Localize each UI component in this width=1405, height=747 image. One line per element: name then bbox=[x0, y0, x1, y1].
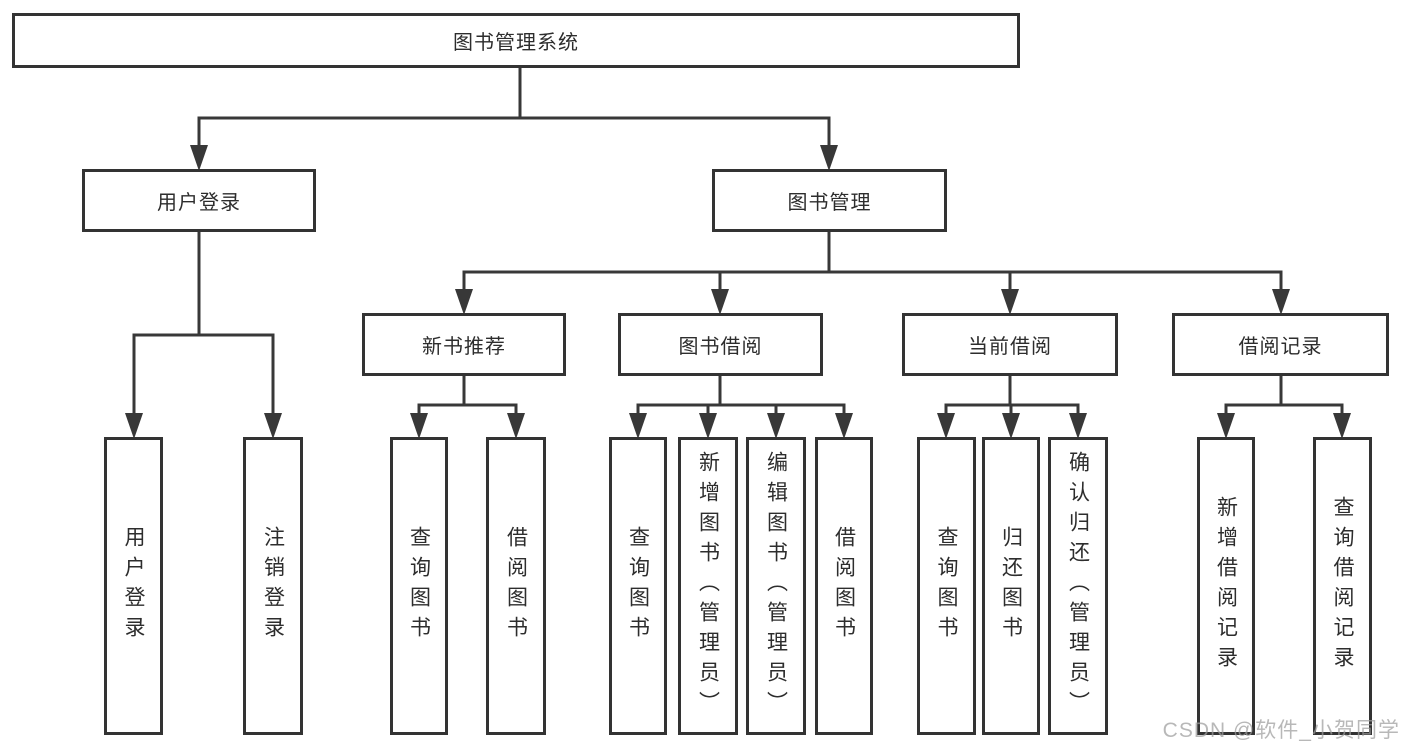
node-book-borrow: 图书借阅 bbox=[618, 313, 823, 376]
leaf-edit-books-admin: 编辑图书（管理员） bbox=[746, 437, 806, 735]
leaf-query-borrow-record: 查询借阅记录 bbox=[1313, 437, 1372, 735]
leaf-add-borrow-record-label: 新增借阅记录 bbox=[1214, 496, 1238, 676]
leaf-user-login-label: 用户登录 bbox=[122, 526, 145, 646]
leaf-borrow-books-recommend: 借阅图书 bbox=[486, 437, 546, 735]
leaf-query-books-borrow: 查询图书 bbox=[609, 437, 667, 735]
node-new-book-recommend-label: 新书推荐 bbox=[422, 336, 506, 358]
node-borrow-records: 借阅记录 bbox=[1172, 313, 1389, 376]
node-user-login-branch: 用户登录 bbox=[82, 169, 316, 232]
node-new-book-recommend: 新书推荐 bbox=[362, 313, 566, 376]
leaf-return-books-label: 归还图书 bbox=[999, 526, 1023, 646]
leaf-add-books-admin: 新增图书（管理员） bbox=[678, 437, 738, 735]
leaf-query-borrow-record-label: 查询借阅记录 bbox=[1331, 496, 1354, 676]
leaf-user-login: 用户登录 bbox=[104, 437, 163, 735]
leaf-confirm-return-admin: 确认归还（管理员） bbox=[1048, 437, 1108, 735]
leaf-query-books-recommend-label: 查询图书 bbox=[407, 526, 431, 646]
leaf-query-books-current: 查询图书 bbox=[917, 437, 976, 735]
leaf-borrow-books-label: 借阅图书 bbox=[832, 526, 856, 646]
node-book-borrow-label: 图书借阅 bbox=[678, 336, 763, 358]
leaf-confirm-return-admin-label: 确认归还（管理员） bbox=[1066, 451, 1090, 721]
leaf-query-books-borrow-label: 查询图书 bbox=[626, 526, 650, 646]
node-root-label: 图书管理系统 bbox=[453, 32, 579, 54]
node-borrow-records-label: 借阅记录 bbox=[1238, 336, 1323, 358]
node-current-borrow: 当前借阅 bbox=[902, 313, 1118, 376]
leaf-query-books-current-label: 查询图书 bbox=[935, 526, 958, 646]
node-book-management-branch: 图书管理 bbox=[712, 169, 947, 232]
node-user-login-branch-label: 用户登录 bbox=[157, 192, 241, 214]
leaf-borrow-books-recommend-label: 借阅图书 bbox=[504, 526, 528, 646]
node-book-management-branch-label: 图书管理 bbox=[787, 192, 872, 214]
leaf-return-books: 归还图书 bbox=[982, 437, 1040, 735]
leaf-logout-label: 注销登录 bbox=[261, 526, 285, 646]
leaf-query-books-recommend: 查询图书 bbox=[390, 437, 448, 735]
leaf-logout: 注销登录 bbox=[243, 437, 303, 735]
leaf-edit-books-admin-label: 编辑图书（管理员） bbox=[764, 451, 788, 721]
arrowheads bbox=[125, 145, 1351, 439]
node-current-borrow-label: 当前借阅 bbox=[968, 336, 1052, 358]
leaf-add-borrow-record: 新增借阅记录 bbox=[1197, 437, 1255, 735]
leaf-borrow-books: 借阅图书 bbox=[815, 437, 873, 735]
node-root: 图书管理系统 bbox=[12, 13, 1020, 68]
leaf-add-books-admin-label: 新增图书（管理员） bbox=[696, 451, 720, 721]
